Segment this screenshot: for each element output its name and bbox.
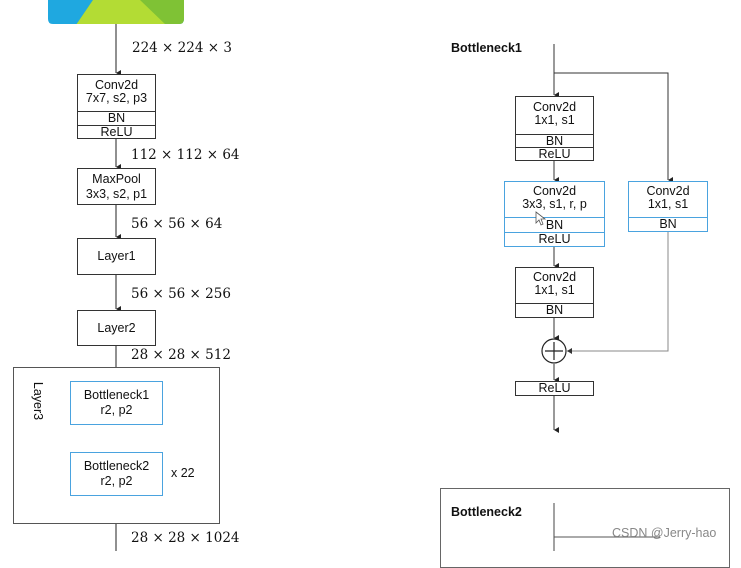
bottleneck1-final-relu-block[interactable]: ReLU [515,381,594,396]
layer3-bottleneck1-block[interactable]: Bottleneck1 r2, p2 [70,381,163,425]
bottleneck1-conv-a-block[interactable]: Conv2d 1x1, s1 BN ReLU [515,96,594,161]
conv-b-bn-row: BN [505,217,604,232]
stem-conv-header: Conv2d 7x7, s2, p3 [78,75,155,111]
layer2-block[interactable]: Layer2 [77,310,156,346]
dim-label-after-pool: 56 × 56 × 64 [131,216,223,232]
logo-banner [48,0,184,24]
mouse-cursor-icon [535,211,547,226]
logo-light-green-segment [76,0,166,24]
layer3-label-wrap: Layer3 [28,378,48,426]
dim-label-input: 224 × 224 × 3 [132,40,232,56]
arrow-shortcut-branch [554,72,673,183]
dim-label-after-layer2: 28 × 28 × 512 [131,347,231,363]
dim-label-after-layer1: 56 × 56 × 256 [131,286,231,302]
conv-a-header: Conv2d 1x1, s1 [516,97,593,134]
shortcut-conv-params: 1x1, s1 [647,197,689,211]
stem-conv-params: 7x7, s2, p3 [85,91,148,105]
line-shortcut-to-add [567,231,669,352]
bottleneck2-panel-title: Bottleneck2 [451,505,522,519]
stem-relu-row: ReLU [78,125,155,139]
final-relu-label: ReLU [538,381,571,395]
stem-bn-row: BN [78,111,155,125]
conv-a-relu-row: ReLU [516,147,593,161]
shortcut-conv-bn-row: BN [629,217,707,231]
bottleneck1-conv-b-block[interactable]: Conv2d 3x3, s1, r, p BN ReLU [504,181,605,247]
conv-b-relu-row: ReLU [505,232,604,246]
bottleneck2-lines [553,503,660,551]
dim-label-after-layer3: 28 × 28 × 1024 [131,530,240,546]
bottleneck1-conv-c-block[interactable]: Conv2d 1x1, s1 BN [515,267,594,318]
add-operation-icon [541,338,567,364]
layer1-block[interactable]: Layer1 [77,238,156,275]
conv-b-params: 3x3, s1, r, p [522,197,587,211]
maxpool-title: MaxPool [92,171,141,186]
layer3-label: Layer3 [31,381,45,421]
layer2-label: Layer2 [97,320,136,335]
layer3-bottleneck2-params: r2, p2 [100,474,133,488]
conv-a-bn-row: BN [516,134,593,148]
dim-label-after-conv: 112 × 112 × 64 [131,147,240,163]
conv-c-bn-row: BN [516,303,593,317]
shortcut-conv-title: Conv2d [646,184,690,198]
conv-c-title: Conv2d [532,270,577,284]
watermark: CSDN @Jerry-hao [612,526,717,540]
bottleneck1-shortcut-conv-block[interactable]: Conv2d 1x1, s1 BN [628,181,708,232]
maxpool-params: 3x3, s2, p1 [85,186,148,201]
layer3-bottleneck2-title: Bottleneck2 [83,459,150,473]
maxpool-block[interactable]: MaxPool 3x3, s2, p1 [77,168,156,205]
conv-b-header: Conv2d 3x3, s1, r, p [505,182,604,217]
arrowhead-shortcut-to-add [567,348,572,354]
layer3-bottleneck1-title: Bottleneck1 [83,388,150,402]
conv-a-title: Conv2d [532,100,577,114]
stem-conv-title: Conv2d [94,78,139,92]
conv-c-header: Conv2d 1x1, s1 [516,268,593,303]
repeat-count-label: x 22 [171,466,195,480]
layer3-bottleneck2-block[interactable]: Bottleneck2 r2, p2 [70,452,163,496]
conv-b-title: Conv2d [532,184,577,198]
conv-a-params: 1x1, s1 [534,113,575,127]
bottleneck1-panel-title: Bottleneck1 [451,41,522,55]
shortcut-conv-header: Conv2d 1x1, s1 [629,182,707,217]
layer3-bottleneck1-params: r2, p2 [100,403,133,417]
stem-conv-block[interactable]: Conv2d 7x7, s2, p3 BN ReLU [77,74,156,139]
conv-c-params: 1x1, s1 [534,283,575,297]
layer1-label: Layer1 [97,249,136,263]
